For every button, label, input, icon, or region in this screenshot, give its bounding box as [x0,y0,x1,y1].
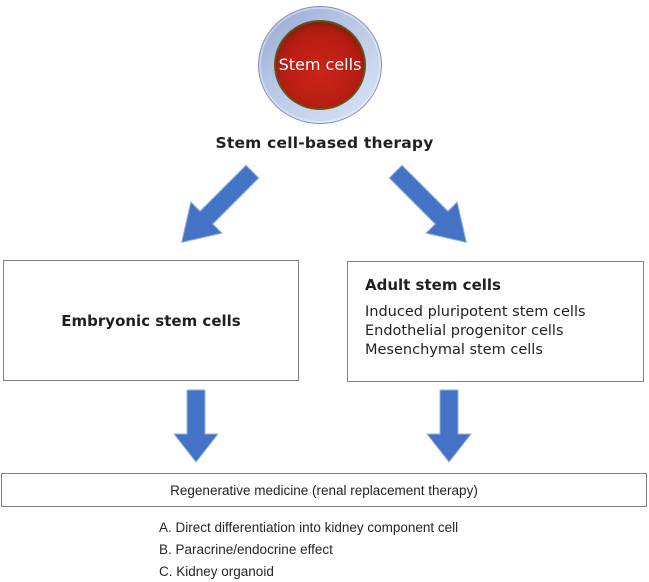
stem-cells-node: Stem cells [274,20,366,110]
stem-cells-node-ring: Stem cells [258,6,382,124]
mechanism-item: B. Paracrine/endocrine effect [159,542,333,557]
adult-stem-cells-item: Mesenchymal stem cells [365,342,543,358]
regenerative-medicine-box: Regenerative medicine (renal replacement… [1,473,647,507]
adult-stem-cells-item: Induced pluripotent stem cells [365,304,586,320]
diagram-heading: Stem cell-based therapy [215,134,434,152]
regenerative-medicine-label: Regenerative medicine (renal replacement… [170,482,478,498]
arrow-down-icon [173,389,219,463]
adult-stem-cells-title: Adult stem cells [365,276,501,294]
mechanism-list: A. Direct differentiation into kidney co… [159,517,458,582]
mechanism-item: A. Direct differentiation into kidney co… [159,520,459,535]
arrow-down-right-icon [379,155,484,260]
embryonic-stem-cells-box: Embryonic stem cells [3,260,299,381]
arrow-down-icon [426,389,472,463]
embryonic-stem-cells-title: Embryonic stem cells [61,311,241,330]
mechanism-item: C. Kidney organoid [159,564,274,579]
arrow-down-left-icon [165,155,270,260]
adult-stem-cells-box: Adult stem cells Induced pluripotent ste… [347,261,644,382]
stem-cells-node-label: Stem cells [278,55,362,74]
adult-stem-cells-item: Endothelial progenitor cells [365,323,564,339]
